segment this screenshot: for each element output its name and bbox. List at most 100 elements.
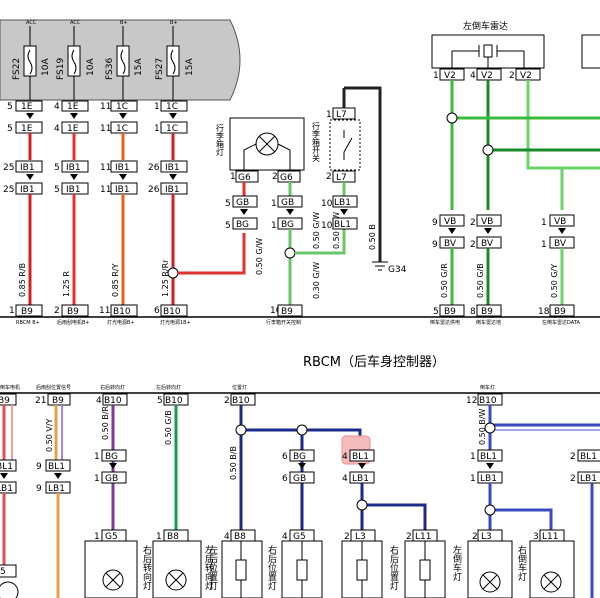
fuse-feed-label: B+	[170, 20, 178, 26]
connector-1e	[15, 100, 43, 112]
svg-text:BG: BG	[236, 220, 249, 230]
svg-text:IB1: IB1	[165, 163, 180, 173]
fuse-group: ACC FS22 10A ACC FS19 10A B+ FS36 15A	[12, 20, 195, 100]
svg-text:8: 8	[470, 307, 476, 317]
svg-text:11: 11	[100, 163, 111, 173]
svg-text:后雨刮电机B+: 后雨刮电机B+	[57, 319, 90, 326]
svg-text:2: 2	[272, 172, 278, 182]
svg-text:1C: 1C	[116, 102, 128, 112]
svg-text:IB1: IB1	[66, 163, 81, 173]
svg-text:6: 6	[282, 452, 288, 462]
svg-text:1: 1	[541, 240, 547, 250]
svg-text:6: 6	[282, 474, 288, 484]
svg-text:1: 1	[94, 474, 100, 484]
svg-text:2: 2	[470, 218, 476, 228]
svg-text:0.85 R/Y: 0.85 R/Y	[111, 263, 120, 297]
svg-text:倒车电机: 倒车电机	[0, 384, 20, 391]
svg-text:灯光电源B+: 灯光电源B+	[107, 319, 135, 326]
svg-text:BG: BG	[281, 220, 294, 230]
svg-text:1: 1	[271, 221, 277, 231]
fuse-rating: 10A	[41, 58, 51, 76]
svg-text:0.50 G/W: 0.50 G/W	[332, 212, 341, 249]
svg-text:5: 5	[0, 567, 6, 577]
svg-text:6: 6	[154, 306, 160, 316]
svg-text:9: 9	[36, 462, 42, 472]
svg-text:10: 10	[321, 221, 333, 231]
svg-text:1: 1	[94, 452, 100, 462]
svg-text:1.25 R/Rr: 1.25 R/Rr	[161, 259, 170, 297]
svg-text:0.50 B: 0.50 B	[368, 224, 377, 250]
fuse-fs19: ACC FS19 10A	[56, 20, 96, 100]
svg-text:1: 1	[156, 532, 162, 542]
svg-text:右倒车灯: 右倒车灯	[516, 544, 527, 582]
svg-text:5: 5	[433, 307, 439, 317]
svg-text:1C: 1C	[166, 124, 178, 134]
svg-text:2: 2	[54, 306, 60, 316]
svg-text:11: 11	[99, 306, 110, 316]
svg-text:倒车灯: 倒车灯	[480, 384, 495, 391]
column-rear-wiper-bplus: 4 1E 4 1E 5 IB1 5 IB1 1.25 R 2 B9 后雨刮电机B…	[54, 100, 90, 326]
svg-text:26: 26	[148, 185, 160, 195]
fuse-rating: 10A	[86, 58, 96, 76]
fuse-id: FS36	[105, 58, 115, 80]
svg-text:L7: L7	[336, 173, 347, 183]
svg-text:LB1: LB1	[48, 484, 65, 494]
fuse-rating: 15A	[134, 58, 144, 76]
fuse-feed-label: ACC	[70, 20, 81, 26]
svg-text:L11: L11	[415, 532, 431, 542]
svg-text:IB1: IB1	[165, 185, 180, 195]
svg-text:2: 2	[570, 474, 576, 484]
svg-text:V2: V2	[481, 71, 493, 81]
svg-text:B10: B10	[165, 396, 183, 406]
svg-text:2: 2	[472, 532, 478, 542]
svg-text:V2: V2	[520, 71, 532, 81]
svg-text:1: 1	[94, 532, 100, 542]
svg-text:B8: B8	[167, 532, 179, 542]
svg-text:BL1: BL1	[334, 220, 351, 230]
svg-text:1C: 1C	[116, 124, 128, 134]
svg-text:2: 2	[224, 396, 230, 406]
svg-text:左倒车灯: 左倒车灯	[451, 544, 462, 582]
svg-text:GB: GB	[281, 198, 294, 208]
svg-text:1: 1	[433, 71, 439, 81]
connector-b9	[15, 304, 43, 317]
trunk-switch-label: 行李箱开关	[312, 121, 321, 163]
svg-text:B8: B8	[234, 532, 246, 542]
svg-text:1: 1	[230, 172, 236, 182]
svg-text:后雨刮位置信号: 后雨刮位置信号	[36, 384, 71, 391]
svg-text:G5: G5	[105, 532, 118, 542]
svg-text:B9: B9	[0, 396, 10, 406]
svg-text:L3: L3	[481, 532, 492, 542]
column-lamp-power-1: 1 1C 1 1C 26 IB1 26 IB1 1.25 R/Rr 6 B10 …	[148, 100, 191, 326]
svg-text:10: 10	[321, 199, 333, 209]
svg-text:IB1: IB1	[20, 185, 35, 195]
svg-text:IB1: IB1	[115, 185, 130, 195]
svg-text:V2: V2	[444, 71, 456, 81]
svg-text:1: 1	[541, 218, 547, 228]
svg-text:B9: B9	[21, 307, 33, 317]
svg-text:LB1: LB1	[480, 474, 497, 484]
svg-text:26: 26	[148, 163, 160, 173]
svg-text:GB: GB	[293, 474, 306, 484]
svg-text:0.50 B/R: 0.50 B/R	[101, 405, 110, 440]
svg-text:G6: G6	[280, 173, 293, 183]
svg-text:LB1: LB1	[0, 484, 13, 494]
svg-text:左后转向灯: 左后转向灯	[156, 384, 181, 391]
svg-text:1E: 1E	[21, 102, 33, 112]
svg-text:0.50 B/W: 0.50 B/W	[478, 408, 487, 445]
fuse-rating: 15A	[185, 58, 195, 76]
fuse-feed-label: B+	[120, 20, 128, 26]
svg-text:B9: B9	[67, 307, 79, 317]
svg-text:11: 11	[100, 185, 111, 195]
svg-text:L3: L3	[355, 532, 366, 542]
svg-text:4: 4	[342, 474, 348, 484]
svg-text:11: 11	[100, 102, 111, 112]
svg-text:B10: B10	[104, 396, 122, 406]
svg-text:BV: BV	[481, 239, 494, 249]
svg-text:0.50 G/Y: 0.50 G/Y	[550, 264, 559, 298]
svg-text:B9: B9	[444, 307, 456, 317]
svg-text:B10: B10	[163, 307, 181, 317]
fuse-fs36: B+ FS36 15A	[105, 20, 144, 100]
svg-text:2: 2	[509, 71, 515, 81]
